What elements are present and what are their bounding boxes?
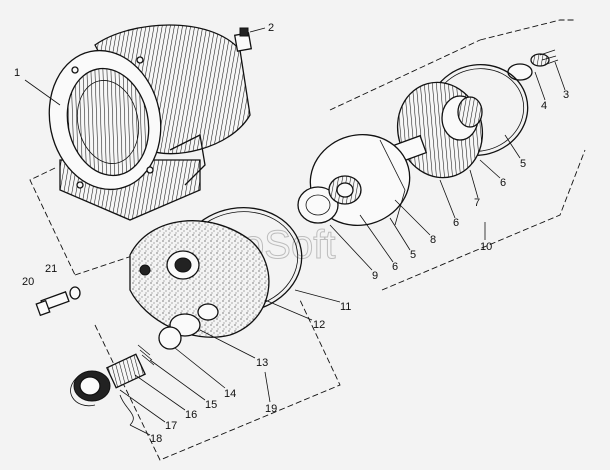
bolt-washer-parts-20-21	[35, 286, 81, 317]
ball-and-ring-parts-13-14	[158, 313, 201, 350]
seal-rings-part-9	[297, 175, 362, 224]
callout-5-lower: 5	[410, 249, 416, 261]
valve-parts-3-4	[507, 49, 559, 81]
callout-7: 7	[474, 197, 480, 209]
housing-part-1	[48, 24, 251, 221]
callout-10: 10	[480, 241, 492, 253]
callout-20: 20	[22, 276, 34, 288]
fitting-part-2	[233, 27, 253, 52]
group-frame-10	[329, 39, 586, 291]
callout-13: 13	[256, 357, 268, 369]
plug-parts-15-18	[70, 344, 155, 426]
callout-15: 15	[205, 399, 217, 411]
callout-2: 2	[268, 22, 274, 34]
callout-1: 1	[14, 67, 20, 79]
callout-11: 11	[340, 301, 351, 313]
callout-labels: 1 2 3 4 5 6 7 6 8 5 6 9 10 11 12 13 14 1…	[14, 22, 569, 445]
pump-cover-part-12	[129, 220, 270, 338]
leader-lines	[24, 27, 566, 436]
callout-18: 18	[150, 433, 162, 445]
callout-6-upper: 6	[500, 177, 506, 189]
callout-6-middle: 6	[453, 217, 459, 229]
group-frame-19	[94, 299, 341, 461]
callout-21: 21	[45, 263, 57, 275]
callout-6-lower: 6	[392, 261, 398, 273]
callout-5-upper: 5	[520, 158, 526, 170]
callout-8: 8	[430, 234, 436, 246]
callout-14: 14	[224, 388, 236, 400]
group-frame-upper	[29, 19, 575, 276]
callout-19: 19	[265, 403, 277, 415]
callout-12: 12	[313, 319, 325, 331]
callout-17: 17	[165, 420, 177, 432]
callout-3: 3	[563, 89, 569, 101]
callout-16: 16	[185, 409, 197, 421]
callout-4: 4	[541, 100, 547, 112]
callout-9: 9	[372, 270, 378, 282]
impeller-parts-6-7	[392, 81, 484, 179]
